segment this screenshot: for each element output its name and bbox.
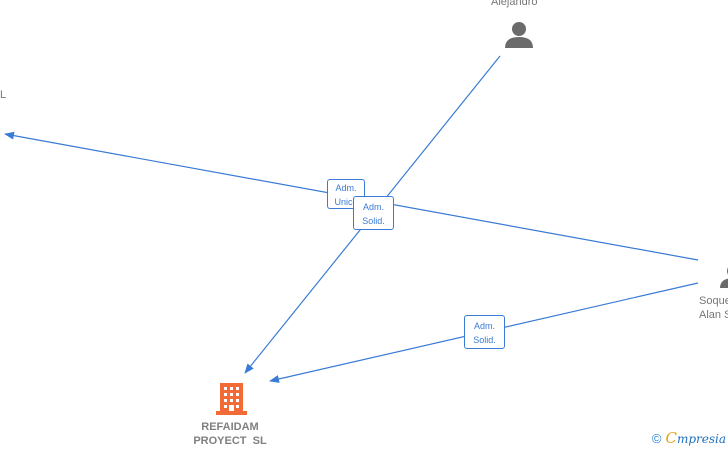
company-building-icon[interactable] (216, 383, 247, 415)
edge-role-line2: Unico (334, 197, 358, 207)
edge-role-line2: Solid. (473, 335, 496, 345)
edge-role-line1: Adm. (473, 321, 495, 331)
edge-role-badge[interactable]: Adm. Solid. (464, 315, 505, 349)
brand-name: mpresia (676, 432, 726, 446)
edge-role-badge[interactable]: Adm. Solid. (353, 196, 394, 230)
edge-role-line1: Adm. (362, 202, 384, 212)
person-icon[interactable] (505, 22, 533, 48)
edge-role-line2: Solid. (362, 216, 385, 226)
edge-role-line1: Adm. (335, 183, 357, 193)
person-name-top[interactable]: Alejandro (491, 0, 538, 8)
person-icon[interactable] (720, 264, 728, 288)
person-name-right[interactable]: Soque Alan S (699, 294, 728, 322)
person-name-right-line1: Soque (699, 295, 728, 307)
empresia-watermark: ©Cmpresia (652, 429, 726, 447)
company-name-line2: PROYECT SL (193, 435, 267, 447)
company-name[interactable]: REFAIDAM PROYECT SL (170, 420, 290, 448)
brand-initial: C (665, 429, 677, 447)
person-name-left[interactable]: L (0, 89, 7, 101)
company-name-line1: REFAIDAM (201, 421, 259, 433)
person-name-right-line2: Alan S (699, 309, 728, 321)
copyright-symbol: © (651, 431, 662, 446)
